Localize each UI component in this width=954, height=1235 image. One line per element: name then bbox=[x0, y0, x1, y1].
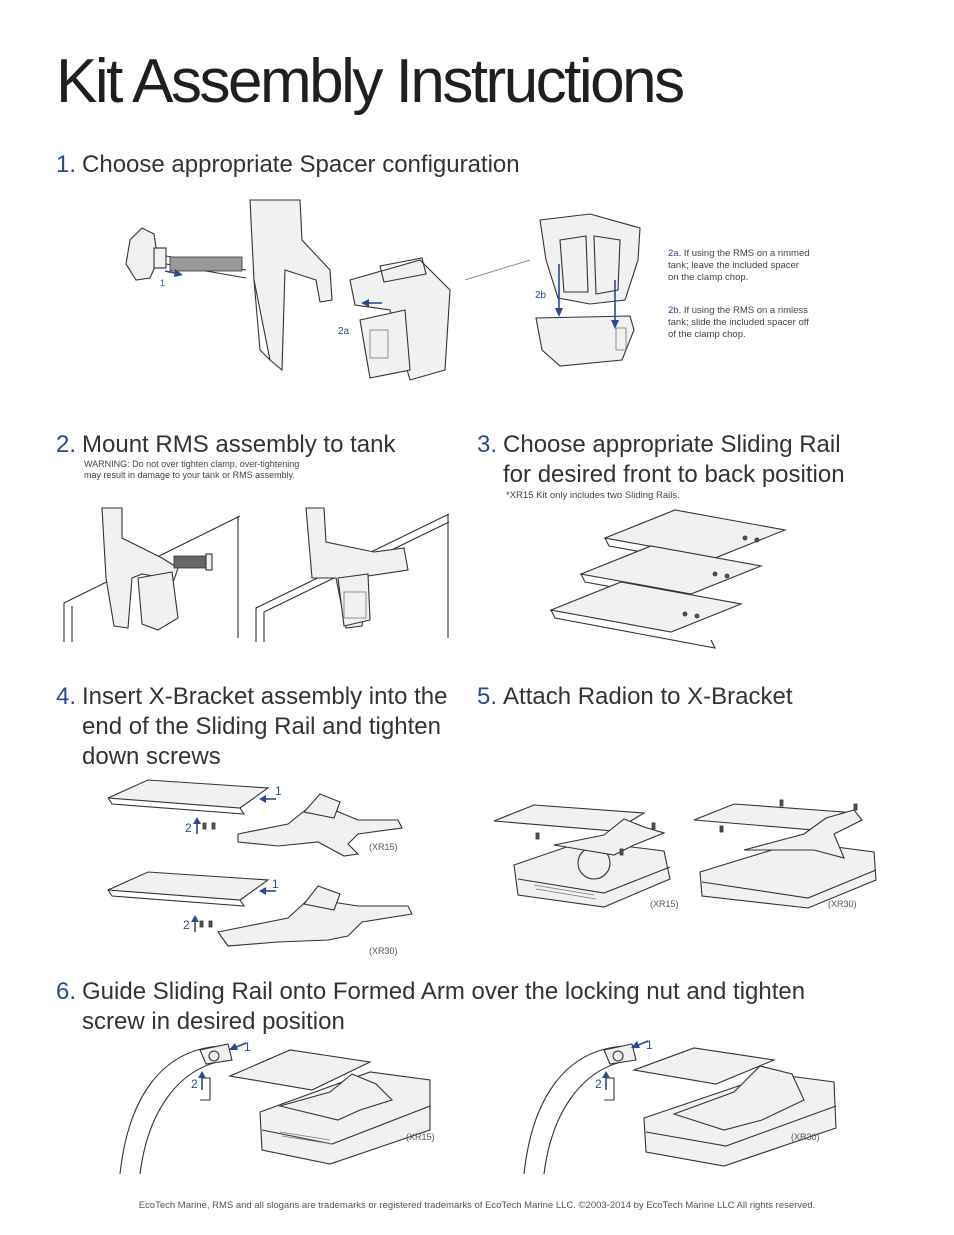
step-text: Guide Sliding Rail onto Formed Arm over … bbox=[82, 977, 805, 1037]
note-2b-label: 2b. bbox=[668, 305, 682, 316]
step-6-heading: 6.Guide Sliding Rail onto Formed Arm ove… bbox=[56, 977, 805, 1037]
step-6-xr30-arm-illustration bbox=[523, 1043, 837, 1175]
step-2-heading: 2.Mount RMS assembly to tank bbox=[56, 430, 395, 460]
screw-icons bbox=[202, 822, 216, 830]
step-6-xr15-arrow-2 bbox=[198, 1071, 206, 1090]
note-2a-line1: If using the RMS on a rimmed bbox=[681, 248, 810, 259]
step-4-xr30-bracket-illustration bbox=[107, 871, 413, 947]
step-text: Mount RMS assembly to tank bbox=[82, 431, 396, 458]
model-label-xr30: (XR30) bbox=[369, 946, 398, 956]
step-6-xr15-arrow-1 bbox=[229, 1042, 247, 1050]
note-2b-line2: tank; slide the included spacer off bbox=[668, 317, 809, 328]
note-2b-line3: of the clamp chop. bbox=[668, 329, 746, 340]
step-5-xr15-radion-illustration bbox=[493, 804, 671, 908]
note-2a-line3: on the clamp chop. bbox=[668, 272, 749, 283]
step-text: Choose appropriate Spacer configuration bbox=[82, 151, 520, 178]
callout-1: 1 bbox=[160, 278, 166, 288]
note-2a: 2a. If using the RMS on a rimmed tank; l… bbox=[668, 248, 810, 284]
step-number: 2. bbox=[56, 431, 77, 458]
step-4-line1: Insert X-Bracket assembly into the bbox=[82, 683, 448, 710]
note-2b-line1: If using the RMS on a rimless bbox=[681, 305, 808, 316]
model-label-xr15: (XR15) bbox=[650, 899, 679, 909]
callout-1: 1 bbox=[272, 877, 279, 891]
step-2-warning: WARNING: Do not over tighten clamp, over… bbox=[84, 459, 299, 481]
warning-line2: may result in damage to your tank or RMS… bbox=[84, 470, 295, 480]
step-2-rimless-tank-illustration bbox=[255, 507, 450, 642]
step-1-arrow-1 bbox=[164, 269, 183, 277]
step-text: Attach Radion to X-Bracket bbox=[503, 683, 793, 710]
step-number: 3. bbox=[477, 431, 498, 458]
step-6-xr15-arm-illustration bbox=[119, 1043, 431, 1175]
step-5-heading: 5.Attach Radion to X-Bracket bbox=[477, 682, 793, 712]
step-4-xr15-arrow-1 bbox=[259, 795, 276, 803]
step-4-line2: end of the Sliding Rail and tighten bbox=[82, 713, 441, 740]
step-number: 1. bbox=[56, 151, 77, 178]
step-number: 4. bbox=[56, 683, 77, 710]
step-3-note: *XR15 Kit only includes two Sliding Rail… bbox=[506, 490, 680, 501]
step-number: 5. bbox=[477, 683, 498, 710]
model-label-xr15: (XR15) bbox=[406, 1132, 435, 1142]
warning-line1: WARNING: Do not over tighten clamp, over… bbox=[84, 459, 300, 469]
step-1-spacer-illustration bbox=[535, 213, 641, 367]
step-4-xr15-arrow-2 bbox=[193, 817, 201, 834]
callout-2: 2 bbox=[185, 821, 192, 835]
step-1-arrow-2a bbox=[361, 299, 382, 307]
step-1-heading: 1.Choose appropriate Spacer configuratio… bbox=[56, 150, 520, 180]
step-2-rimmed-tank-illustration bbox=[63, 507, 241, 642]
step-text: Insert X-Bracket assembly into the end of… bbox=[82, 682, 447, 772]
step-text: Choose appropriate Sliding Rail for desir… bbox=[503, 430, 845, 490]
step-6-xr30-arrow-2 bbox=[602, 1071, 610, 1090]
callout-2: 2 bbox=[183, 918, 190, 932]
callout-1: 1 bbox=[244, 1040, 251, 1054]
step-4-xr30-arrow-2 bbox=[191, 915, 199, 932]
note-2a-label: 2a. bbox=[668, 248, 682, 259]
note-2b: 2b. If using the RMS on a rimless tank; … bbox=[668, 305, 809, 341]
step-number: 6. bbox=[56, 978, 77, 1005]
model-label-xr30: (XR30) bbox=[791, 1132, 820, 1142]
callout-2b: 2b bbox=[535, 290, 547, 301]
step-6-xr30-arrow-1 bbox=[631, 1040, 649, 1048]
step-4-heading: 4.Insert X-Bracket assembly into the end … bbox=[56, 682, 448, 772]
callout-1: 1 bbox=[646, 1038, 653, 1052]
model-label-xr15: (XR15) bbox=[369, 842, 398, 852]
model-label-xr30: (XR30) bbox=[828, 899, 857, 909]
footer-copyright: EcoTech Marine, RMS and all slogans are … bbox=[138, 1200, 816, 1211]
step-4-line3: down screws bbox=[82, 743, 221, 770]
callout-1: 1 bbox=[275, 784, 282, 798]
step-6-line1: Guide Sliding Rail onto Formed Arm over … bbox=[82, 978, 806, 1005]
page-title: Kit Assembly Instructions bbox=[56, 47, 685, 116]
step-3-sliding-rails-illustration bbox=[549, 509, 787, 649]
step-6-line2: screw in desired position bbox=[82, 1008, 345, 1035]
step-3-line1: Choose appropriate Sliding Rail bbox=[503, 431, 841, 458]
step-3-line2: for desired front to back position bbox=[503, 461, 845, 488]
callout-2a: 2a bbox=[338, 326, 350, 337]
step-5-xr30-radion-illustration bbox=[693, 799, 877, 909]
screw-icons bbox=[199, 920, 213, 928]
step-4-xr15-bracket-illustration bbox=[107, 779, 403, 857]
step-1-arrow-2b-right bbox=[611, 280, 619, 329]
step-1-arrow-2b-left bbox=[555, 264, 563, 317]
step-3-heading: 3.Choose appropriate Sliding Rail for des… bbox=[477, 430, 845, 490]
note-2a-line2: tank; leave the included spacer bbox=[668, 260, 799, 271]
callout-2: 2 bbox=[191, 1077, 198, 1091]
step-1-clamp-illustration bbox=[125, 199, 531, 381]
callout-2: 2 bbox=[595, 1077, 602, 1091]
step-4-xr30-arrow-1 bbox=[259, 887, 276, 895]
